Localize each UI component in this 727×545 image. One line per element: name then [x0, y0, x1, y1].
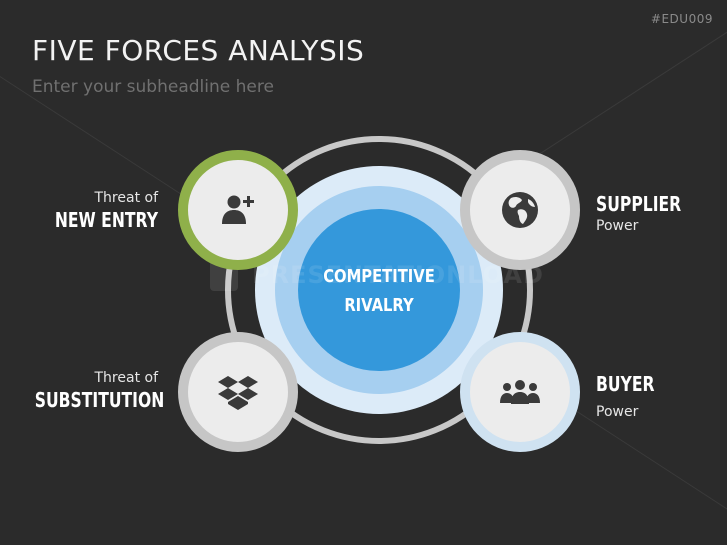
new-entry-node — [178, 150, 298, 270]
page-title: FIVE FORCES ANALYSIS — [32, 34, 365, 67]
rivalry-core — [298, 209, 460, 371]
supplier-node — [460, 150, 580, 270]
slide-code: #EDU009 — [650, 12, 713, 26]
new-entry-big: NEW ENTRY — [54, 208, 159, 232]
new-entry-small: Threat of — [94, 190, 159, 206]
new-entry-label: Threat of NEW ENTRY — [0, 190, 158, 232]
dropbox-icon — [218, 376, 258, 410]
supplier-small: Power — [596, 218, 639, 234]
add-user-icon — [222, 195, 254, 224]
buyer-big: BUYER — [596, 372, 655, 396]
buyer-small: Power — [596, 404, 639, 420]
center-label-line1: COMPETITIVE — [323, 266, 435, 287]
globe-icon — [502, 192, 538, 228]
page-subtitle: Enter your subheadline here — [32, 77, 274, 97]
group-icon — [500, 380, 540, 404]
substitution-node — [178, 332, 298, 452]
buyer-label: BUYER Power — [596, 372, 726, 420]
substitution-label: Threat of SUBSTITUTION — [0, 370, 165, 412]
supplier-big: SUPPLIER — [596, 192, 682, 216]
supplier-label: SUPPLIER Power — [596, 192, 726, 234]
watermark-text: PRESENTATIONLOAD — [252, 261, 544, 289]
substitution-big: SUBSTITUTION — [34, 388, 165, 412]
buyer-node — [460, 332, 580, 452]
center-label: COMPETITIVE RIVALRY — [313, 262, 446, 320]
substitution-small: Threat of — [94, 370, 159, 386]
center-label-line2: RIVALRY — [344, 295, 414, 316]
